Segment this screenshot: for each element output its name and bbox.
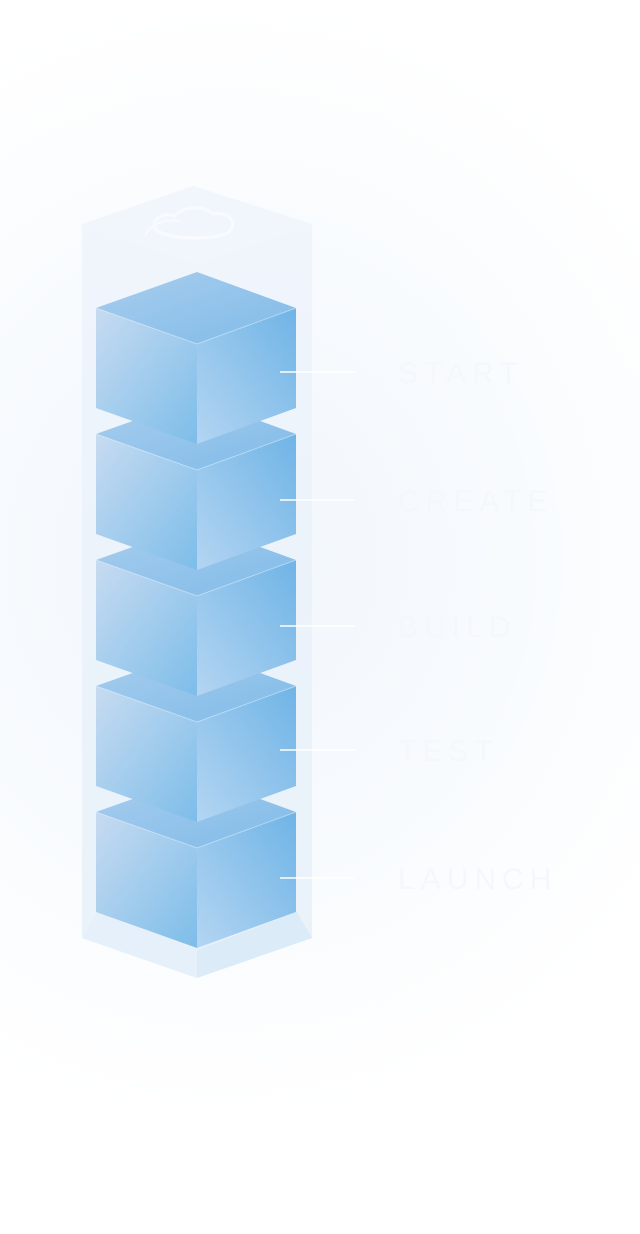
cube-right-face [197,560,296,696]
cube-left-face [96,686,197,822]
stage-label: CREATE [398,485,553,518]
cube-top-face [96,272,296,344]
stage-create: CREATE [280,485,553,518]
stage-label: LAUNCH [398,863,557,896]
cube-edge-highlight [95,307,297,345]
cube-edge-highlight [95,811,297,849]
stage-label: START [398,357,524,390]
cube-left-face [96,812,197,948]
cube-edge-highlight [95,433,297,471]
cube-right-face [197,308,296,444]
container-lid [82,186,312,264]
stage-build: BUILD [280,611,516,644]
cube-left-face [96,308,197,444]
container-base-left [82,912,197,978]
cube-edge-highlight [95,559,297,597]
cube-left-face [96,434,197,570]
cube-right-face [197,812,296,948]
cube-edge-highlight [95,685,297,723]
stage-launch: LAUNCH [280,863,557,896]
cloud-icon [144,206,235,240]
cube-stack [95,272,297,948]
container-base-right [197,912,312,978]
cube-start [95,272,297,444]
cube-right-face [197,434,296,570]
stage-start: START [280,357,524,390]
stage-test: TEST [280,735,499,768]
stage-label: TEST [398,735,499,768]
cube-left-face [96,560,197,696]
stage-label: BUILD [398,611,516,644]
stage-labels: START CREATE BUILD TEST LAUNCH [280,357,557,896]
cube-right-face [197,686,296,822]
